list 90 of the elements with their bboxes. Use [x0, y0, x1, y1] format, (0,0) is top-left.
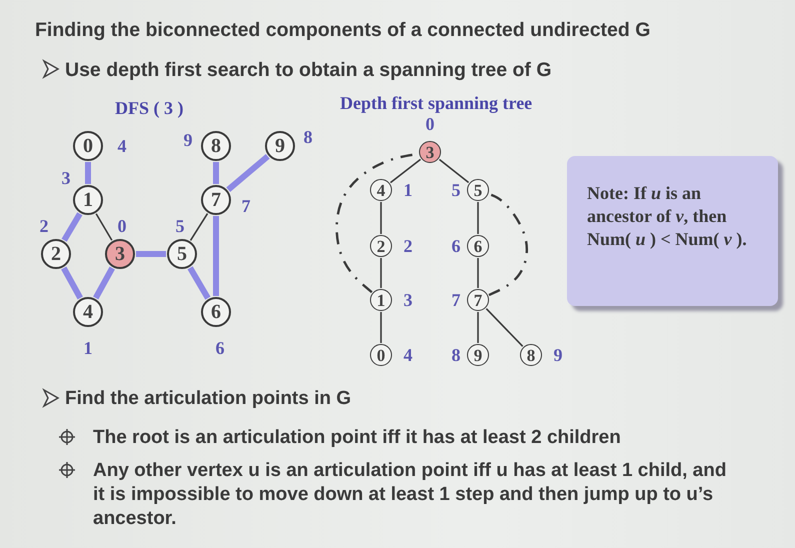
note-text: Note: If u is an ancestor of v, then Num( u ) < Num( v ).: [587, 182, 748, 251]
dfs-number: 8: [304, 128, 312, 146]
tree-edge: [85, 162, 91, 184]
bullet-heading: Find the articulation points in G: [65, 387, 352, 411]
dfs-number: 5: [176, 217, 184, 235]
tree-edge: [213, 216, 219, 296]
tree-edge: [213, 162, 219, 184]
vertex-number: 7: [211, 190, 221, 210]
vertex-circle: [41, 239, 71, 269]
dfs-number: 9: [554, 346, 562, 364]
dfs-number: 1: [404, 181, 412, 199]
diagram-heading: Depth first spanning tree: [340, 92, 532, 115]
vertex-number: 7: [474, 292, 482, 308]
vertex-number: 9: [275, 136, 285, 156]
bullet-text: The root is an articulation point iff it has at least 2 children: [93, 426, 621, 450]
vertex-circle: [73, 297, 103, 327]
vertex-number: 8: [211, 136, 221, 156]
edge-line: [477, 202, 479, 234]
dfs-number: 5: [452, 181, 460, 199]
dfs-number: 6: [452, 237, 460, 255]
vertex-number: 6: [211, 302, 221, 322]
vertex-circle: [520, 344, 542, 366]
edge-line: [486, 308, 524, 347]
dfs-number: 0: [118, 217, 126, 235]
vertex-circle: [370, 289, 392, 311]
tree-edge: [93, 266, 115, 300]
vertex-number: 2: [51, 244, 61, 264]
vertex-number: 6: [474, 238, 482, 254]
vertex-number: 5: [474, 182, 482, 198]
dfs-number: 2: [404, 237, 412, 255]
vertex-circle: [167, 239, 197, 269]
edge-line: [95, 213, 113, 241]
vertex-number: 9: [474, 346, 482, 364]
vertex-circle: [73, 131, 103, 161]
vertex-circle: [467, 179, 489, 201]
vertex-number: 0: [376, 346, 386, 364]
vertex-number: 4: [376, 182, 386, 198]
diagram-heading: DFS ( 3 ): [115, 97, 184, 120]
dfs-number: 9: [184, 131, 192, 149]
dfs-number: 3: [62, 169, 70, 187]
vertex-number: 4: [83, 302, 93, 322]
vertex-circle: [265, 131, 295, 161]
dfs-number: 6: [216, 339, 224, 357]
vertex-number: 1: [83, 190, 93, 210]
vertex-number: 2: [376, 238, 386, 254]
edge-line: [380, 202, 382, 234]
edge-line: [477, 312, 479, 343]
tree-edge: [136, 251, 166, 257]
tree-edge: [226, 154, 270, 192]
vertex-number: 3: [426, 144, 434, 160]
dfs-number: 7: [242, 197, 250, 215]
vertex-circle: [419, 141, 441, 163]
vertex-circle: [201, 131, 231, 161]
edge-line: [190, 213, 208, 241]
vertex-circle: [370, 344, 392, 366]
dfs-number: 0: [426, 115, 434, 133]
edge-line: [390, 158, 421, 184]
dfs-number: 4: [404, 346, 412, 364]
vertex-number: 1: [376, 292, 386, 308]
dfs-number: 2: [40, 217, 48, 235]
bullet-text: Any other vertex u is an articulation point iff u has at least 1 child, and it is impossible to move down at least 1 step and then jump up to u’s ancestor.: [93, 459, 728, 531]
vertex-circle: [370, 179, 392, 201]
tree-edge: [62, 212, 82, 242]
note-card: [567, 156, 778, 306]
edge-line: [380, 258, 382, 288]
back-edge: [488, 193, 528, 296]
edge-line: [477, 258, 479, 288]
vertex-circle: [73, 185, 103, 215]
vertex-number: 5: [177, 244, 187, 264]
vertex-circle: [467, 235, 489, 257]
vertex-number: 3: [115, 244, 125, 264]
vertex-circle: [467, 344, 489, 366]
vertex-number: 0: [83, 136, 93, 156]
vertex-number: 8: [526, 346, 536, 364]
tree-edge: [188, 266, 210, 300]
bullet-heading: Use depth first search to obtain a spanning tree of G: [65, 58, 552, 82]
dfs-number: 4: [118, 137, 126, 155]
vertex-circle: [370, 235, 392, 257]
edge-line: [438, 158, 470, 184]
slide-title: Finding the biconnected components of a connected undirected G: [35, 19, 650, 42]
dfs-number: 1: [84, 339, 92, 357]
vertex-circle: [201, 185, 231, 215]
vertex-circle: [105, 239, 135, 269]
vertex-circle: [467, 289, 489, 311]
vertex-circle: [201, 297, 231, 327]
tree-edge: [61, 266, 83, 300]
dfs-number: 3: [404, 291, 412, 309]
dfs-number: 7: [452, 291, 460, 309]
dfs-number: 8: [452, 346, 460, 364]
edge-line: [380, 312, 382, 343]
